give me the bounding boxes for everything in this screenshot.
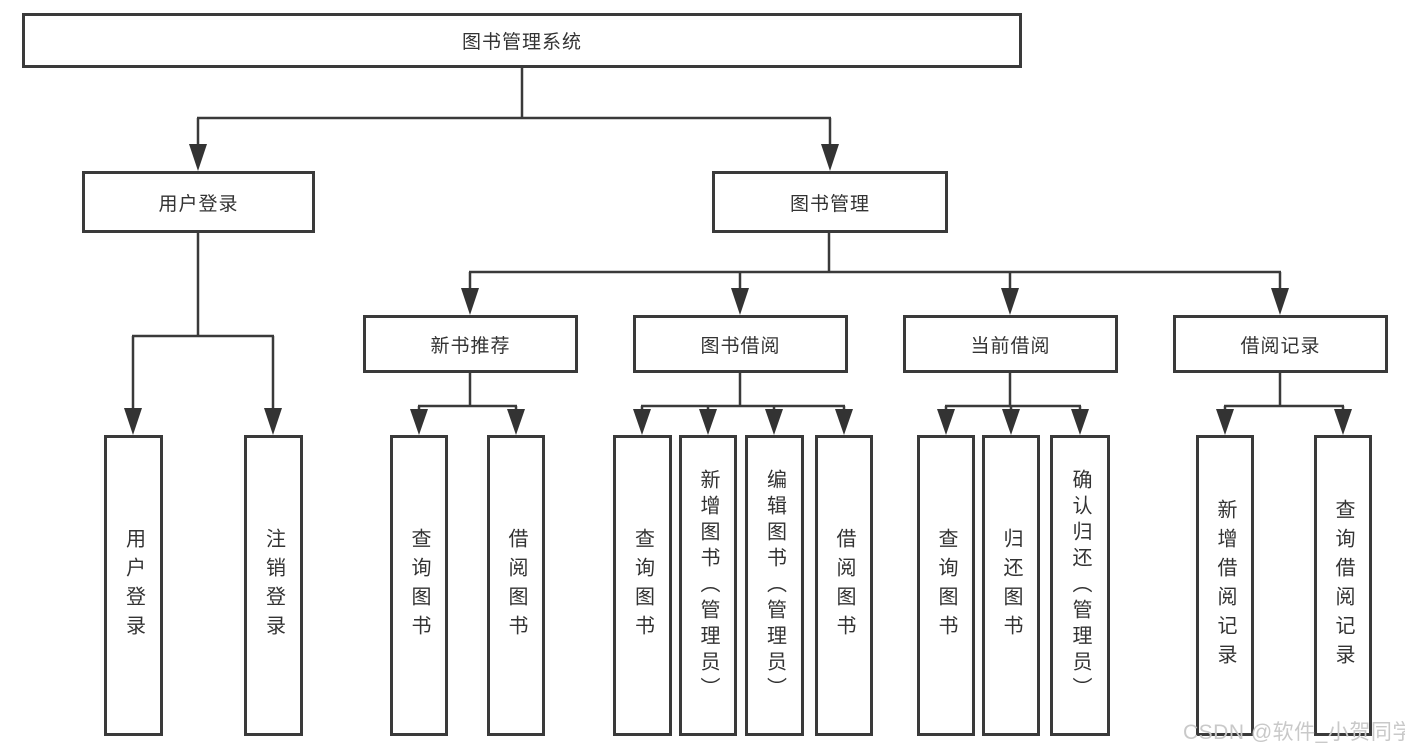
node-label: 图书借阅 bbox=[700, 335, 781, 357]
leaf-label: 查询图书 bbox=[408, 527, 430, 644]
leaf-confirm-return-admin: 确认归还（管理员） bbox=[1050, 435, 1110, 736]
leaf-label: 借阅图书 bbox=[505, 527, 527, 644]
leaf-label: 查询图书 bbox=[631, 527, 654, 644]
node-library-management-system: 图书管理系统 bbox=[22, 13, 1022, 68]
node-book-management: 图书管理 bbox=[712, 171, 948, 233]
leaf-query-books-recommend: 查询图书 bbox=[390, 435, 448, 736]
leaf-label: 用户登录 bbox=[122, 527, 145, 644]
leaf-user-login: 用户登录 bbox=[104, 435, 163, 736]
leaf-label: 查询图书 bbox=[935, 527, 957, 644]
leaf-borrow-books-recommend: 借阅图书 bbox=[487, 435, 545, 736]
node-new-book-recommendation: 新书推荐 bbox=[363, 315, 578, 373]
node-label: 图书管理 bbox=[789, 193, 870, 215]
leaf-label: 注销登录 bbox=[262, 527, 285, 644]
node-user-login: 用户登录 bbox=[82, 171, 315, 233]
leaf-query-books-current: 查询图书 bbox=[917, 435, 975, 736]
leaf-label: 新增图书（管理员） bbox=[697, 468, 719, 703]
node-label: 图书管理系统 bbox=[461, 32, 582, 53]
leaf-label: 归还图书 bbox=[1000, 527, 1022, 644]
leaf-borrow-books: 借阅图书 bbox=[815, 435, 873, 736]
node-label: 用户登录 bbox=[158, 193, 239, 215]
leaf-logout: 注销登录 bbox=[244, 435, 303, 736]
node-borrowing-records: 借阅记录 bbox=[1173, 315, 1388, 373]
node-label: 新书推荐 bbox=[430, 335, 511, 357]
leaf-label: 确认归还（管理员） bbox=[1069, 468, 1091, 703]
node-current-borrowing: 当前借阅 bbox=[903, 315, 1118, 373]
leaf-query-books-borrowing: 查询图书 bbox=[613, 435, 672, 736]
node-label: 当前借阅 bbox=[970, 335, 1051, 357]
node-label: 借阅记录 bbox=[1240, 335, 1321, 357]
leaf-return-books: 归还图书 bbox=[982, 435, 1040, 736]
leaf-add-borrow-record: 新增借阅记录 bbox=[1196, 435, 1254, 736]
leaf-edit-books-admin: 编辑图书（管理员） bbox=[745, 435, 804, 736]
leaf-label: 查询借阅记录 bbox=[1332, 498, 1354, 673]
leaf-query-borrow-record: 查询借阅记录 bbox=[1314, 435, 1372, 736]
leaf-label: 新增借阅记录 bbox=[1214, 498, 1236, 673]
csdn-watermark: CSDN @软件_小贺同学 bbox=[1183, 721, 1405, 744]
node-book-borrowing: 图书借阅 bbox=[633, 315, 848, 373]
leaf-add-books-admin: 新增图书（管理员） bbox=[679, 435, 737, 736]
leaf-label: 借阅图书 bbox=[833, 527, 855, 644]
leaf-label: 编辑图书（管理员） bbox=[763, 468, 786, 703]
